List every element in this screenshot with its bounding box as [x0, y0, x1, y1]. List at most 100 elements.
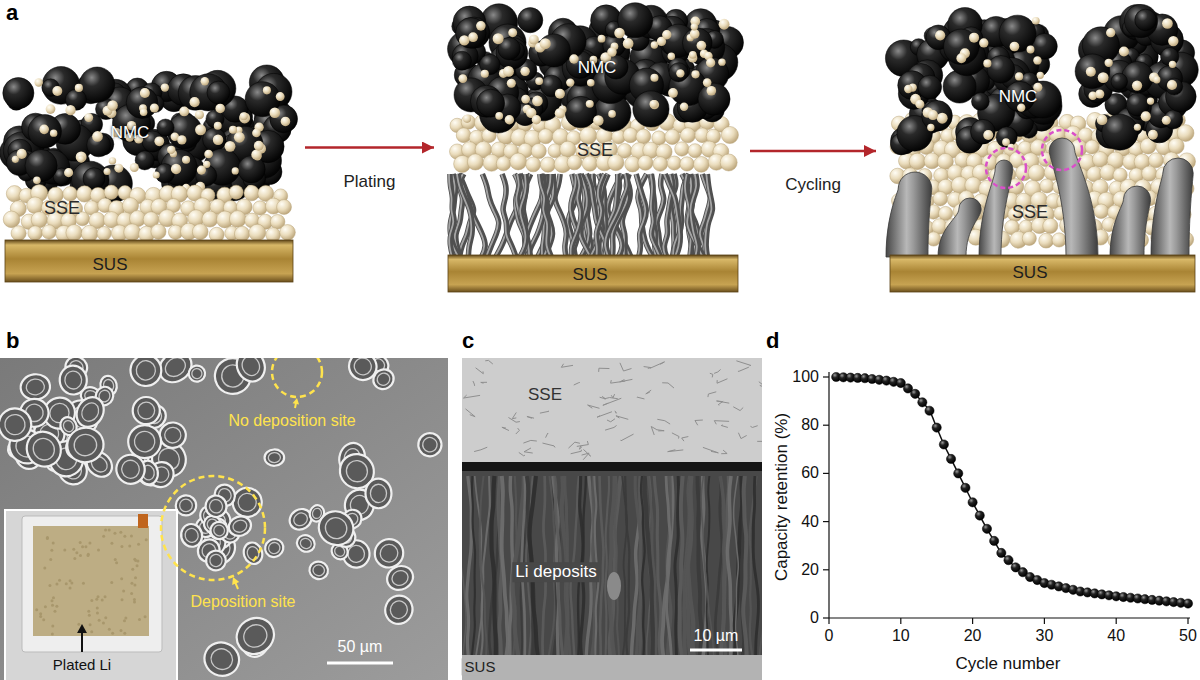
- sse-particle: [140, 109, 147, 116]
- lithium-column: [502, 476, 508, 656]
- sse-particle: [263, 86, 271, 94]
- sse-particle: [614, 28, 625, 39]
- pointer-arrow-head: [293, 398, 299, 405]
- sse-particle: [109, 157, 116, 164]
- lithium-filament: [458, 174, 472, 258]
- data-point: [939, 440, 948, 449]
- lithium-deposit: [132, 397, 160, 425]
- grain-boundary: [682, 437, 689, 442]
- nmc-particle: [669, 63, 688, 82]
- sse-particle: [1119, 47, 1129, 57]
- sse-particle: [691, 70, 699, 78]
- sse-particle: [171, 164, 181, 174]
- nmc-particle: [1166, 78, 1183, 95]
- lithium-filament-highlight: [514, 174, 530, 258]
- sse-particle: [81, 225, 98, 242]
- sse-particle: [691, 23, 698, 30]
- sse-particle: [276, 92, 285, 101]
- texture-dot: [42, 618, 45, 621]
- lithium-filament-highlight: [571, 174, 581, 258]
- step-label: Plating: [344, 172, 396, 192]
- sse-particle: [680, 157, 694, 171]
- plated-lithium-area: [33, 526, 149, 636]
- texture-dot: [108, 529, 111, 532]
- deposit-inner: [239, 358, 262, 378]
- sse-particle: [638, 155, 653, 170]
- texture-dot: [55, 582, 58, 585]
- grain-boundary: [703, 447, 718, 452]
- sse-particle: [939, 206, 953, 220]
- data-point: [990, 536, 999, 545]
- deposit-inner: [162, 358, 189, 380]
- lithium-deposit: [307, 559, 330, 581]
- lithium-column: [667, 476, 671, 656]
- lithium-filament-highlight: [605, 174, 627, 258]
- texture-dot: [51, 604, 54, 607]
- lithium-filament: [572, 174, 582, 258]
- sse-particle: [64, 168, 73, 177]
- deposit-inner: [312, 563, 326, 577]
- grain-boundary: [616, 416, 628, 420]
- deposit-inner: [119, 458, 141, 481]
- grain-boundary: [721, 425, 728, 427]
- sse-particle: [182, 156, 190, 164]
- data-point: [997, 548, 1006, 557]
- texture-dot: [130, 535, 133, 538]
- texture-dot: [102, 622, 105, 625]
- lithium-filament-highlight: [664, 174, 679, 258]
- grain-boundary: [651, 426, 656, 435]
- grain-boundary: [672, 433, 679, 439]
- sse-particle: [1040, 179, 1054, 193]
- texture-dot: [52, 596, 55, 599]
- sse-particle: [239, 112, 250, 123]
- sse-particle: [234, 132, 245, 143]
- texture-dot: [39, 615, 42, 618]
- y-tick: [823, 425, 829, 426]
- sse-particle: [167, 146, 175, 154]
- deposit-rim: [71, 392, 109, 432]
- tick-label: 30: [1035, 627, 1053, 645]
- nmc-particle: [238, 156, 265, 183]
- grain-boundary: [599, 368, 610, 372]
- texture-dot: [115, 561, 118, 564]
- deposit-rim: [232, 358, 270, 386]
- lithium-deposit: [71, 392, 109, 432]
- step-label: Cycling: [785, 175, 841, 195]
- sse-particle: [244, 185, 259, 200]
- lithium-filament: [706, 174, 712, 258]
- pointer-arrow: [81, 631, 83, 652]
- grain-boundary: [512, 412, 516, 418]
- grain-boundary: [542, 443, 555, 447]
- lithium-deposit: [230, 611, 281, 662]
- sse-particle: [179, 107, 189, 117]
- texture-dot: [110, 581, 113, 584]
- sse-particle: [214, 122, 222, 130]
- deposit-rim: [0, 406, 33, 443]
- sse-particle: [915, 100, 924, 109]
- sse-particle: [34, 78, 42, 86]
- y-tick: [823, 521, 829, 522]
- lithium-filament: [450, 174, 454, 258]
- lithium-filament: [691, 174, 697, 258]
- tick-label: 80: [801, 416, 819, 434]
- nmc-particle: [28, 115, 61, 148]
- sem-top-view: [0, 358, 448, 680]
- texture-dot: [123, 632, 126, 635]
- grain-boundary: [481, 382, 487, 384]
- sse-particle: [1028, 164, 1045, 181]
- sse-particle: [1105, 59, 1113, 67]
- texture-dot: [96, 607, 99, 610]
- deposit-inner: [268, 452, 281, 463]
- texture-dot: [136, 559, 139, 562]
- sse-particle: [538, 129, 553, 144]
- grain-boundary: [568, 442, 579, 448]
- axis-title: Capacity retention (%): [772, 413, 792, 581]
- lithium-column: [600, 476, 604, 656]
- lithium-column: [609, 476, 614, 656]
- sse-particle: [969, 33, 979, 43]
- deposit-rim: [262, 536, 287, 561]
- deposit-inner: [291, 510, 309, 528]
- lithium-deposit: [232, 358, 270, 386]
